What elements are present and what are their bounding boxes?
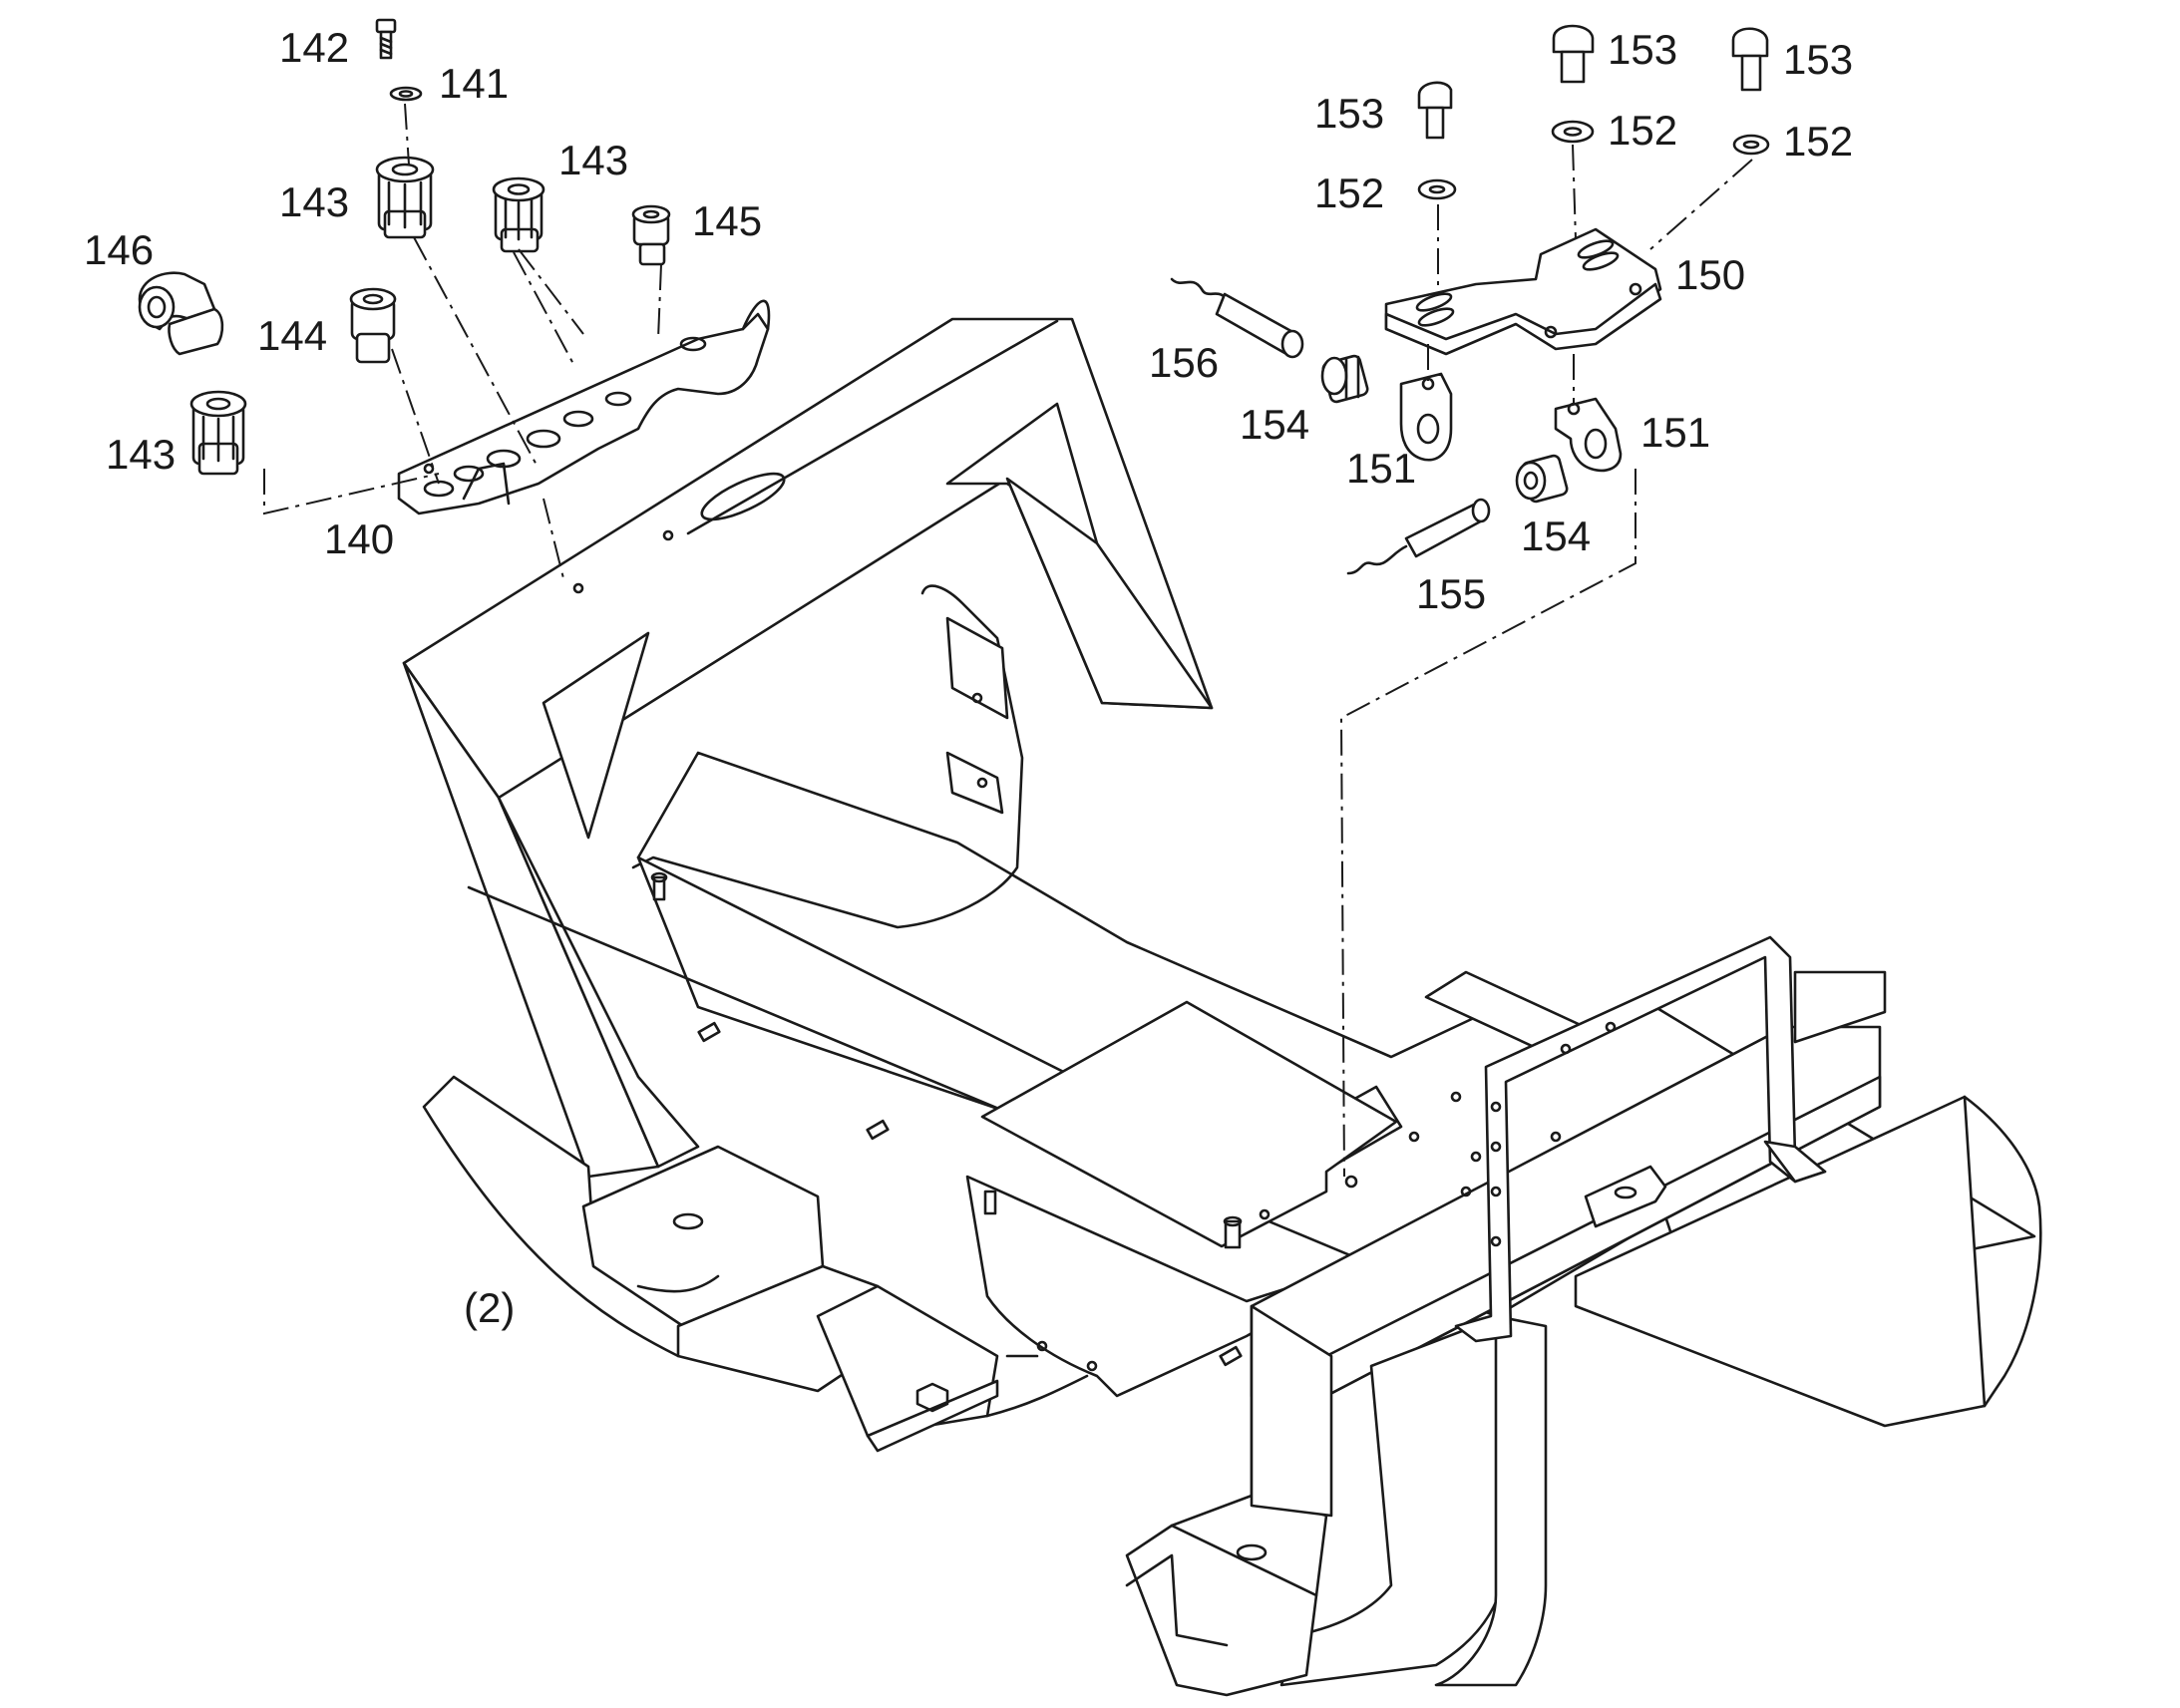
bracket-150-assembly <box>1384 227 1662 356</box>
callout-153: 153 <box>1608 26 1677 73</box>
callout-146: 146 <box>84 226 154 273</box>
washer-152-middle <box>1551 120 1595 144</box>
connector-154-upper <box>1320 354 1369 404</box>
bolt-153-right <box>1731 27 1769 92</box>
callout-154: 154 <box>1521 512 1591 559</box>
machine-frame <box>402 317 2042 1697</box>
callout-143: 143 <box>106 431 176 478</box>
assembly-centerlines <box>263 103 1753 1178</box>
fitting-146-elbow <box>138 271 224 356</box>
callout-142: 142 <box>279 24 349 71</box>
fitting-143-top-right <box>492 176 545 253</box>
fitting-143-top-left <box>375 156 435 239</box>
fitting-142-bolt <box>375 18 397 60</box>
callout-140: 140 <box>324 515 394 562</box>
callout-labels: 142 141 143 143 145 146 144 143 140 153 … <box>84 24 1853 1331</box>
sensor-155 <box>1346 498 1491 575</box>
callout-150: 150 <box>1675 251 1745 298</box>
callout-151: 151 <box>1346 445 1416 492</box>
sensor-156 <box>1170 277 1304 359</box>
callout-153: 153 <box>1783 36 1853 83</box>
callout-151: 151 <box>1640 409 1710 456</box>
clamp-151-left <box>1399 372 1453 462</box>
fitting-143-lower-left <box>189 390 247 476</box>
bracket-140-assembly <box>397 299 771 515</box>
washer-152-left <box>1417 178 1457 200</box>
connector-154-lower <box>1515 454 1569 504</box>
fitting-144 <box>349 287 397 364</box>
callout-156: 156 <box>1149 339 1219 386</box>
washer-152-right <box>1732 134 1770 156</box>
bolt-153-left <box>1417 81 1453 140</box>
callout-152: 152 <box>1783 118 1853 165</box>
callout-152: 152 <box>1314 170 1384 216</box>
callout-145: 145 <box>692 197 762 244</box>
callout-143: 143 <box>558 137 628 183</box>
callout-144: 144 <box>257 312 327 359</box>
bolt-153-middle <box>1552 24 1595 84</box>
clamp-151-right <box>1554 397 1623 473</box>
callout-2: (2) <box>464 1284 515 1331</box>
fitting-145 <box>631 204 671 266</box>
callout-152: 152 <box>1608 107 1677 154</box>
washer-141 <box>389 86 423 102</box>
callout-155: 155 <box>1416 570 1486 617</box>
callout-153: 153 <box>1314 90 1384 137</box>
callout-154: 154 <box>1240 401 1309 448</box>
callout-141: 141 <box>439 60 509 107</box>
callout-143: 143 <box>279 178 349 225</box>
